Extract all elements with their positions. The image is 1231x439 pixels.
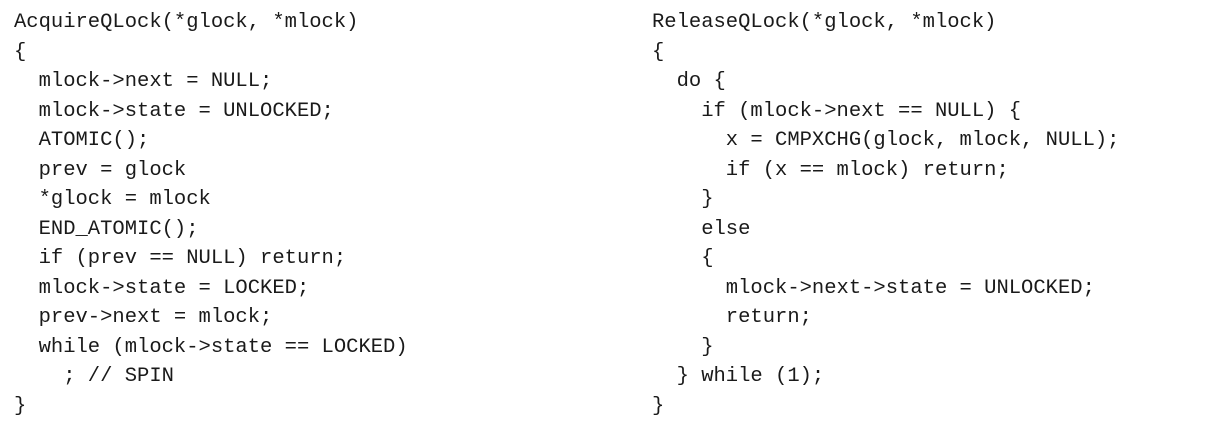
code-line: prev = glock <box>14 158 187 182</box>
code-line: { <box>652 40 665 64</box>
release-qlock-code: ReleaseQLock(*glock, *mlock) { do { if (m… <box>652 8 1119 421</box>
code-line: else <box>652 217 751 241</box>
code-line: if (mlock->next == NULL) { <box>652 99 1022 123</box>
code-line: { <box>652 247 714 270</box>
code-line: } <box>652 188 714 211</box>
code-line: x = CMPXCHG(glock, mlock, NULL); <box>652 129 1120 152</box>
code-line: return; <box>652 306 812 329</box>
code-line: mlock->next = NULL; <box>14 70 273 93</box>
code-line: { <box>14 40 27 64</box>
code-line: if (prev == NULL) return; <box>14 247 347 270</box>
code-line: while (mlock->state == LOCKED) <box>14 335 408 359</box>
code-line: } <box>652 335 714 359</box>
code-line: END_ATOMIC(); <box>14 217 199 241</box>
code-line: mlock->next->state = UNLOCKED; <box>652 276 1095 300</box>
code-line: *glock = mlock <box>14 188 211 211</box>
acquire-qlock-code: AcquireQLock(*glock, *mlock) { mlock->nex… <box>14 8 408 421</box>
code-line: ; // SPIN <box>14 365 174 388</box>
acquire-function-signature: AcquireQLock(*glock, *mlock) <box>14 11 359 34</box>
code-line: mlock->state = LOCKED; <box>14 276 310 300</box>
code-line: do { <box>652 70 726 93</box>
code-line: prev->next = mlock; <box>14 306 273 329</box>
code-line: ATOMIC(); <box>14 129 150 152</box>
code-line: } while (1); <box>652 365 825 388</box>
code-line: } <box>14 394 27 418</box>
code-line: if (x == mlock) return; <box>652 158 1009 182</box>
release-function-signature: ReleaseQLock(*glock, *mlock) <box>652 11 997 34</box>
code-line: mlock->state = UNLOCKED; <box>14 99 334 123</box>
code-line: } <box>652 394 665 418</box>
